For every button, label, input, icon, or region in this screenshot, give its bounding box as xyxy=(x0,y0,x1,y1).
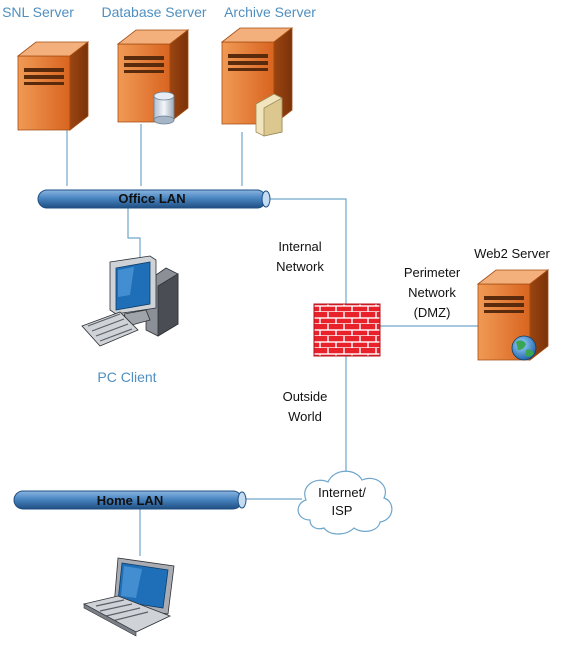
laptop-keyboard xyxy=(95,599,149,622)
archive-server-label: Archive Server xyxy=(224,4,316,20)
internet-cloud[interactable]: Internet/ ISP xyxy=(297,470,393,535)
outside-world-label-line-2: World xyxy=(288,409,322,424)
outside-world-label: Outside World xyxy=(283,389,328,424)
perimeter-network-label-line-3: (DMZ) xyxy=(414,305,451,320)
home-lan-bus: Home LAN xyxy=(13,490,247,510)
internal-network-label-line-1: Internal xyxy=(278,239,321,254)
pc-keyboard xyxy=(81,311,139,347)
pc-monitor xyxy=(109,255,157,327)
web2-server[interactable] xyxy=(476,269,550,361)
perimeter-network-label-line-2: Network xyxy=(408,285,456,300)
database-server[interactable] xyxy=(116,29,190,125)
pc-tower xyxy=(145,267,179,337)
archive-server[interactable] xyxy=(220,27,294,137)
internal-network-label-line-2: Network xyxy=(276,259,324,274)
internal-network-label: Internal Network xyxy=(276,239,324,274)
office-lan-label: Office LAN xyxy=(118,191,185,206)
firewall[interactable] xyxy=(313,303,381,357)
connection-lines xyxy=(66,124,478,556)
office-lan-to-firewall-link xyxy=(268,198,347,304)
snl-server-label: SNL Server xyxy=(2,4,74,20)
perimeter-network-label: Perimeter Network (DMZ) xyxy=(404,265,461,320)
database-cylinder-icon xyxy=(153,91,175,125)
home-lan-pipe-end xyxy=(237,491,247,509)
laptop[interactable] xyxy=(82,557,175,637)
pc-client-label: PC Client xyxy=(97,369,156,385)
database-server-label: Database Server xyxy=(101,4,206,20)
pc-client-link xyxy=(127,208,141,260)
web2-server-label: Web2 Server xyxy=(474,246,550,261)
internet-cloud-label-line-1: Internet/ xyxy=(318,485,366,500)
snl-server[interactable] xyxy=(16,41,90,131)
archive-folder-icon xyxy=(255,93,283,137)
perimeter-network-label-line-1: Perimeter xyxy=(404,265,461,280)
internet-cloud-label-line-2: ISP xyxy=(332,503,353,518)
pc-client[interactable] xyxy=(81,255,179,347)
globe-icon xyxy=(511,335,537,361)
outside-world-label-line-1: Outside xyxy=(283,389,328,404)
office-lan-bus: Office LAN xyxy=(37,189,271,209)
office-lan-pipe-end xyxy=(261,190,271,208)
home-lan-label: Home LAN xyxy=(97,493,163,508)
